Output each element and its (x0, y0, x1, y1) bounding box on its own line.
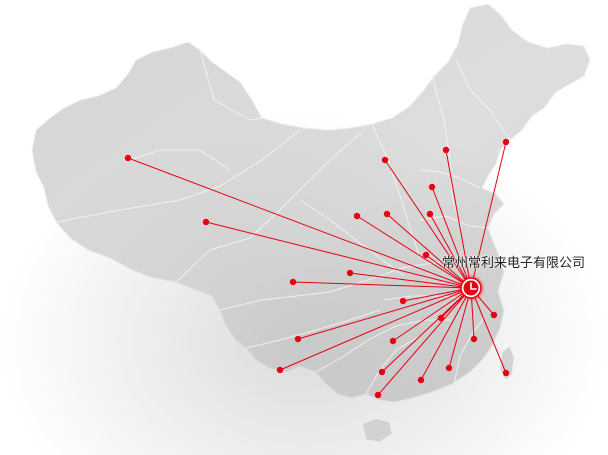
hainan-island-shape (361, 417, 393, 443)
destination-dot-icon (289, 278, 297, 286)
destination-dot-icon (502, 369, 510, 377)
route-line (292, 281, 472, 289)
route-line (392, 287, 472, 342)
destination-dot-icon (502, 138, 510, 146)
destination-dot-icon (470, 335, 478, 343)
route-line (470, 141, 507, 289)
route-line (384, 159, 472, 289)
destination-dot-icon (422, 251, 430, 259)
destination-dot-icon (437, 314, 445, 322)
route-line (431, 186, 472, 289)
destination-dot-icon (381, 156, 389, 164)
route-line (386, 213, 472, 289)
route-line (349, 272, 472, 289)
destination-dot-icon (378, 368, 386, 376)
destination-dot-icon (124, 154, 132, 162)
destination-dot-icon (426, 210, 434, 218)
destination-dot-icon (417, 376, 425, 384)
destination-dot-icon (389, 337, 397, 345)
route-line (448, 287, 472, 369)
route-line (445, 149, 472, 289)
route-line (377, 287, 472, 396)
destination-dot-icon (383, 210, 391, 218)
destination-dot-icon (294, 335, 302, 343)
route-line (429, 213, 472, 289)
route-line (420, 287, 472, 381)
route-line (470, 287, 507, 374)
destination-dot-icon (428, 183, 436, 191)
route-line (381, 287, 472, 373)
location-pin-icon (470, 282, 477, 290)
destination-dot-icon (374, 391, 382, 399)
route-line (297, 287, 472, 340)
destination-markers (124, 138, 510, 399)
destination-dot-icon (399, 297, 407, 305)
company-name-label: 常州常利来电子有限公司 (442, 256, 586, 271)
route-line (279, 287, 472, 371)
route-line (356, 215, 472, 289)
province-borders (55, 49, 511, 395)
destination-dot-icon (353, 212, 361, 220)
route-line (205, 221, 472, 289)
route-line (127, 157, 472, 289)
destination-dot-icon (276, 366, 284, 374)
destination-dot-icon (442, 146, 450, 154)
company-location-marker (458, 275, 484, 301)
destination-dot-icon (490, 311, 498, 319)
destination-dot-icon (202, 218, 210, 226)
destination-dot-icon (346, 269, 354, 277)
route-line (402, 287, 472, 302)
destination-dot-icon (445, 364, 453, 372)
